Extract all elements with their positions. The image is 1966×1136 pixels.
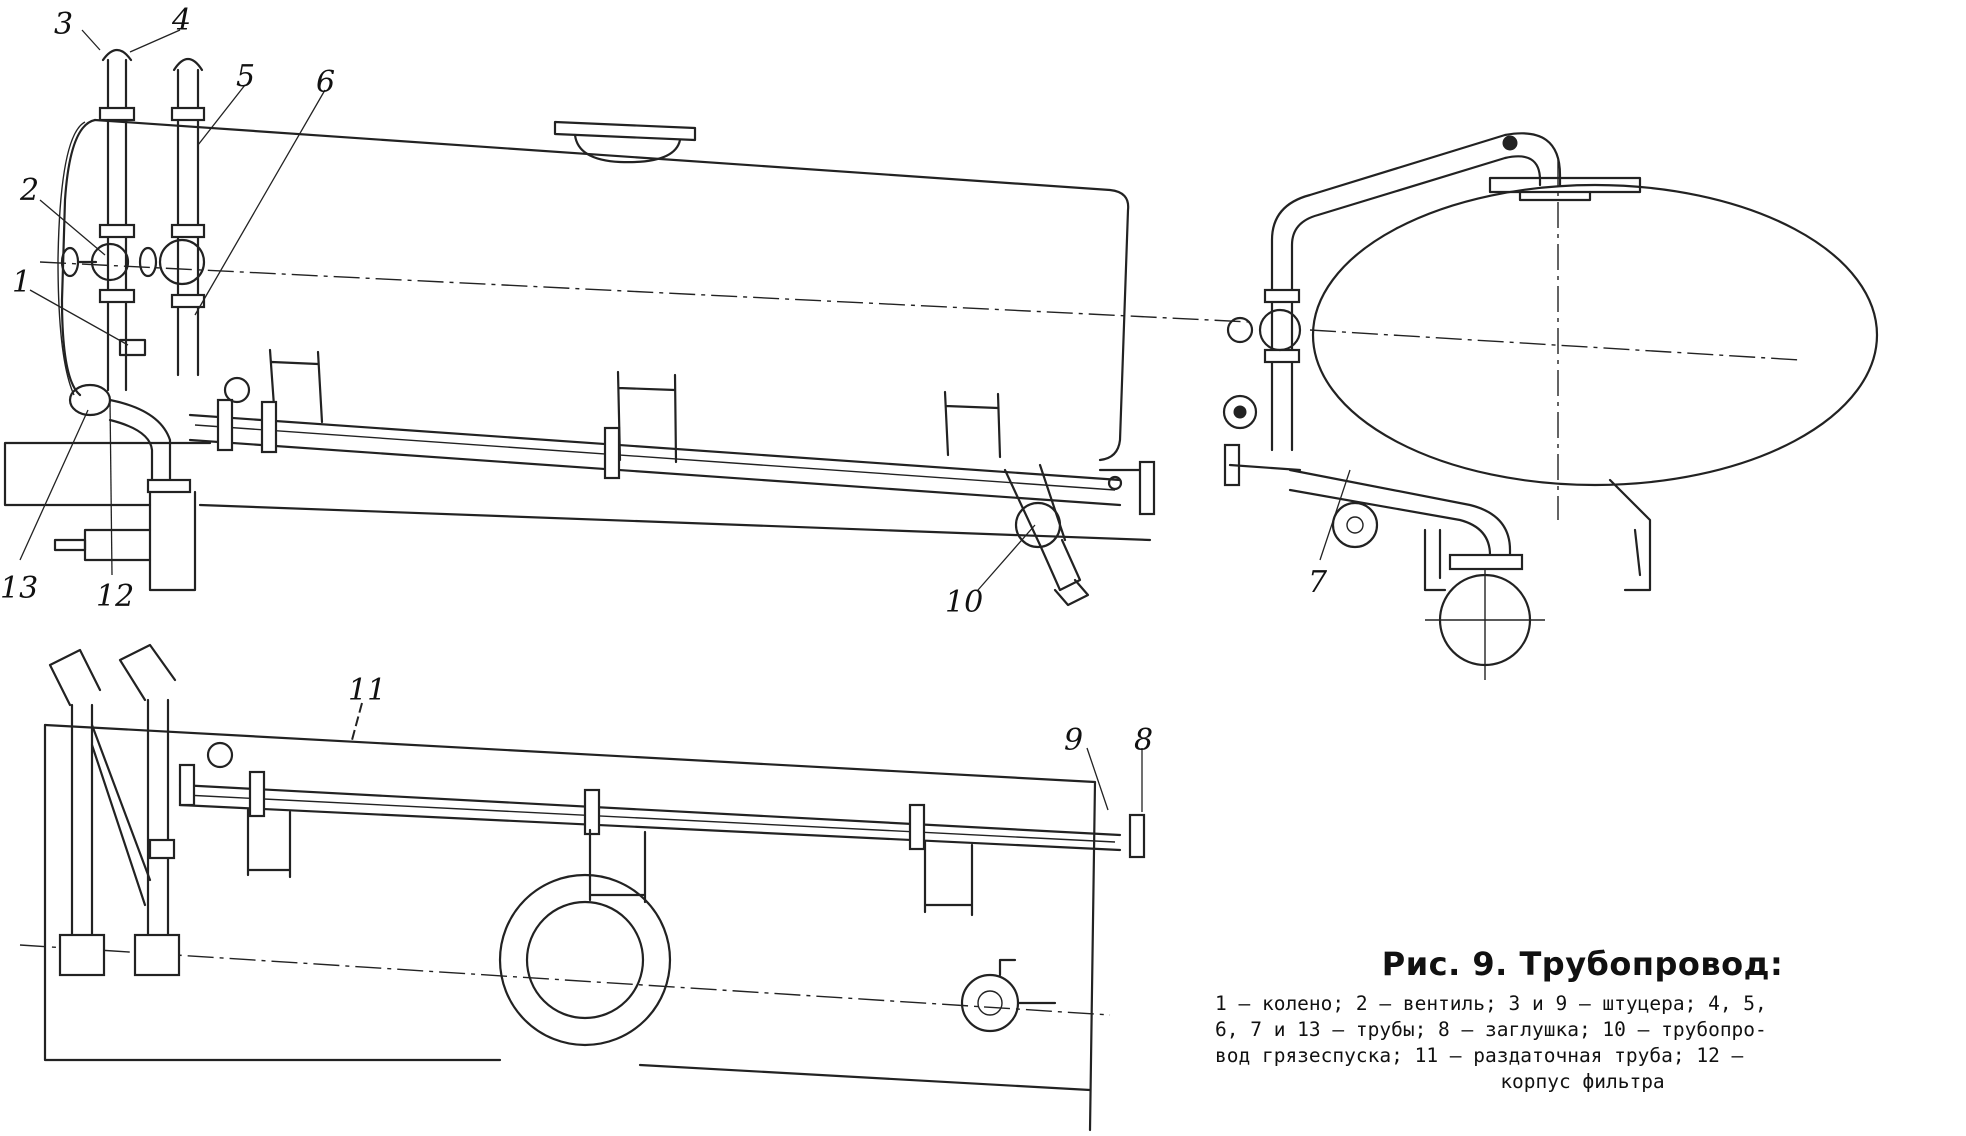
figure-caption: Рис. 9. Трубопровод: 1 — колено; 2 — вен… (1215, 945, 1950, 1095)
callout-10: 10 (945, 585, 983, 620)
callout-9: 9 (1064, 723, 1083, 758)
caption-legend: 1 — колено; 2 — вентиль; 3 и 9 — штуцера… (1215, 991, 1950, 1095)
callout-3: 3 (54, 7, 73, 42)
callout-4: 4 (171, 3, 191, 38)
callout-2: 2 (19, 173, 39, 208)
legend-line: корпус фильтра (1500, 1070, 1665, 1093)
callout-5: 5 (236, 59, 255, 94)
legend-line: 1 — колено; 2 — вентиль; 3 и 9 — штуцера… (1215, 992, 1767, 1015)
callout-11: 11 (348, 673, 386, 708)
tank-end-view (1222, 132, 1879, 680)
callout-7: 7 (1308, 565, 1328, 600)
callout-8: 8 (1134, 723, 1153, 758)
caption-title: Рис. 9. Трубопровод: (1381, 945, 1784, 983)
callout-1: 1 (12, 265, 31, 300)
tank-side-view (3, 48, 1251, 607)
callout-6: 6 (316, 65, 335, 100)
callout-13: 13 (0, 571, 38, 606)
callouts: 3 4 5 6 2 1 13 12 10 7 11 9 8 (0, 3, 1351, 812)
legend-line: вод грязеспуска; 11 — раздаточная труба;… (1215, 1044, 1744, 1067)
legend-line: 6, 7 и 13 — трубы; 8 — заглушка; 10 — тр… (1215, 1018, 1767, 1041)
callout-12: 12 (96, 579, 134, 614)
tank-plan-view (19, 643, 1146, 1132)
